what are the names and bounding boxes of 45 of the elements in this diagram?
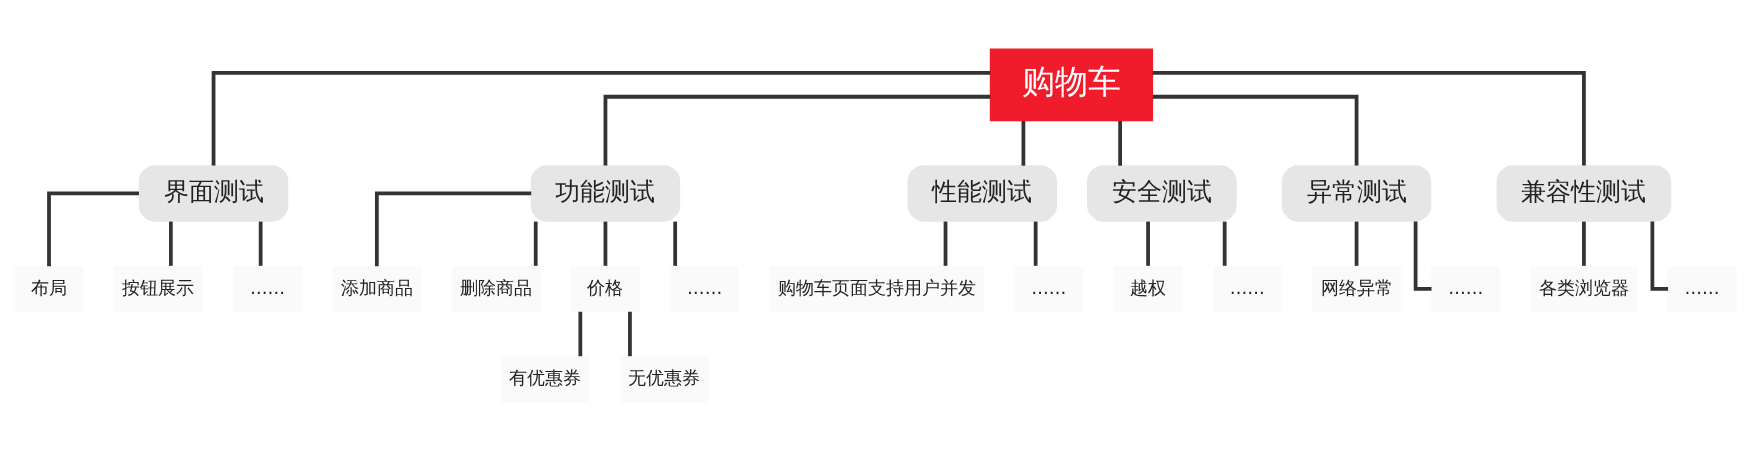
node-box: 功能测试 xyxy=(530,164,681,222)
connector xyxy=(1222,221,1227,266)
node-text: 价格 xyxy=(587,277,624,298)
connector xyxy=(1152,94,1359,165)
connector xyxy=(1021,120,1026,166)
node-text: …… xyxy=(1229,277,1265,298)
connector xyxy=(603,94,991,165)
connector xyxy=(374,191,532,266)
node-text: …… xyxy=(249,277,286,298)
connector xyxy=(603,221,608,266)
connector xyxy=(1033,221,1038,266)
connector xyxy=(1354,221,1359,266)
node-text: …… xyxy=(1448,277,1484,298)
node-text: …… xyxy=(1684,277,1720,298)
connector xyxy=(533,221,538,266)
connector xyxy=(47,191,139,266)
node-box: 性能测试 xyxy=(907,164,1057,222)
node-text: 布局 xyxy=(31,277,68,298)
connector xyxy=(1582,221,1586,266)
node-text: 删除商品 xyxy=(460,277,533,298)
connector xyxy=(258,221,263,266)
node-box: 兼容性测试 xyxy=(1496,164,1672,222)
connector xyxy=(1152,70,1586,165)
connector xyxy=(211,70,991,165)
node-box: 安全测试 xyxy=(1087,164,1237,222)
connector xyxy=(943,221,948,266)
node-text: 购物车页面支持用户并发 xyxy=(777,277,976,298)
node-text: 无优惠券 xyxy=(628,367,701,388)
node-text: 网络异常 xyxy=(1320,277,1393,298)
node-text: 按钮展示 xyxy=(122,277,195,298)
connector xyxy=(578,311,583,356)
connector xyxy=(628,311,632,356)
node-text: …… xyxy=(1031,277,1067,298)
node-text: …… xyxy=(687,277,723,298)
node-text: 添加商品 xyxy=(340,277,413,298)
node-box: 购物车 xyxy=(989,47,1154,121)
connector xyxy=(1118,120,1122,166)
connector xyxy=(673,221,678,266)
node-box: 异常测试 xyxy=(1281,164,1432,222)
node-box: 界面测试 xyxy=(138,164,289,222)
connector xyxy=(1146,221,1150,266)
node-text: 各类浏览器 xyxy=(1538,277,1629,298)
connector xyxy=(168,221,173,266)
node-text: 越权 xyxy=(1130,277,1167,298)
node-text: 有优惠券 xyxy=(509,367,582,388)
